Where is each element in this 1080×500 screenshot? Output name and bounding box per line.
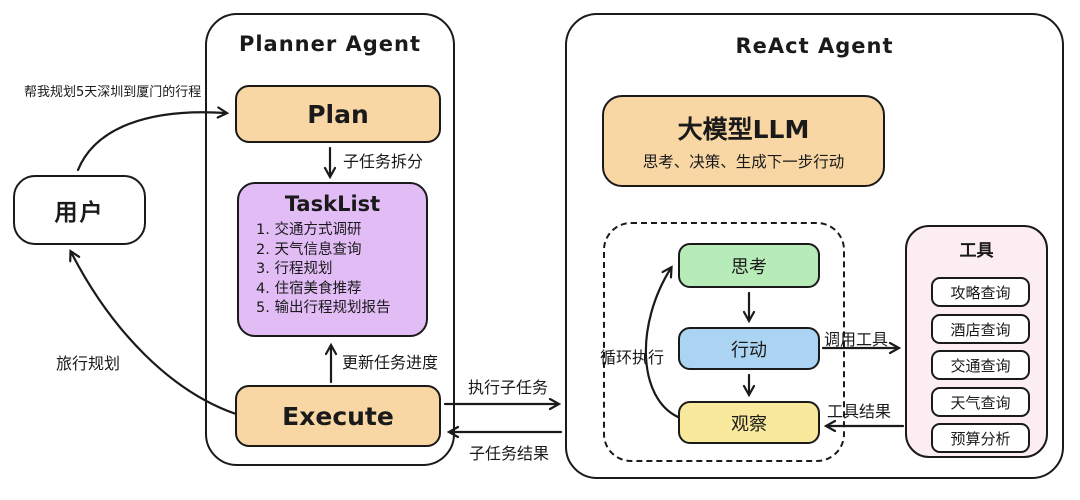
think-label: 思考 [731, 256, 767, 278]
edge-label-user-request: 帮我规划5天深圳到厦门的行程 [24, 85, 202, 100]
observe-label: 观察 [731, 413, 767, 435]
react-agent-title: ReAct Agent [735, 34, 894, 58]
edge-label-subtask-split: 子任务拆分 [343, 152, 424, 171]
tool-item: 天气查询 [931, 387, 1030, 417]
tool-item: 酒店查询 [931, 314, 1030, 344]
user-node: 用户 [13, 175, 146, 245]
edge-label-loop-execute: 循环执行 [600, 348, 665, 367]
tasklist-item: 3. 行程规划 [256, 261, 333, 277]
react-loop-dashed-box [603, 222, 845, 462]
planner-agent-container [205, 13, 455, 466]
think-box: 思考 [678, 243, 820, 288]
edge-label-update-progress: 更新任务进度 [342, 353, 439, 372]
act-label: 行动 [731, 339, 767, 361]
tasklist-item: 2. 天气信息查询 [256, 241, 362, 258]
tasklist-box: TaskList 1. 交通方式调研 2. 天气信息查询 3. 行程规划 4. … [237, 182, 428, 337]
react-agent-container [565, 13, 1064, 479]
execute-label: Execute [282, 401, 394, 431]
user-node-label: 用户 [54, 200, 105, 226]
tool-item: 交通查询 [931, 350, 1030, 380]
edge-label-tool-result: 工具结果 [827, 402, 892, 421]
execute-box: Execute [235, 385, 441, 447]
tasklist-item: 1. 交通方式调研 [256, 222, 362, 238]
tools-container: 工具 攻略查询 酒店查询 交通查询 天气查询 预算分析 [905, 225, 1048, 458]
tasklist-item: 4. 住宿美食推荐 [256, 280, 362, 297]
edge-label-travel-plan: 旅行规划 [56, 354, 121, 373]
arrow-user-to-plan [76, 112, 226, 172]
tasklist-item: 5. 输出行程规划报告 [256, 300, 391, 316]
observe-box: 观察 [678, 401, 820, 444]
planner-agent-title: Planner Agent [238, 32, 422, 56]
edge-label-call-tool: 调用工具 [824, 330, 889, 349]
edge-label-execute-subtask: 执行子任务 [468, 378, 549, 397]
tasklist-title: TaskList [284, 192, 381, 216]
tools-title: 工具 [959, 241, 994, 261]
act-box: 行动 [678, 327, 820, 370]
plan-label: Plan [307, 99, 369, 129]
tool-item: 预算分析 [931, 423, 1030, 453]
llm-subtitle: 思考、决策、生成下一步行动 [642, 153, 845, 171]
llm-title: 大模型LLM [677, 115, 810, 144]
tool-item: 攻略查询 [931, 277, 1030, 307]
edge-label-subtask-result: 子任务结果 [469, 444, 550, 463]
llm-box: 大模型LLM 思考、决策、生成下一步行动 [602, 95, 885, 187]
plan-box: Plan [235, 85, 441, 143]
